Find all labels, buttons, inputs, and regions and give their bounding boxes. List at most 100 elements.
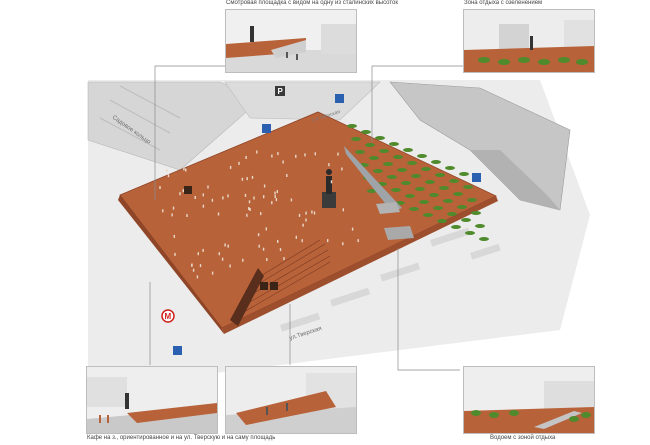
person-figure — [238, 161, 240, 165]
tree-icon — [397, 168, 407, 172]
tree-icon — [431, 160, 441, 164]
person-figure — [277, 239, 279, 243]
person-figure — [218, 252, 220, 256]
person-figure — [275, 198, 278, 202]
person-figure — [245, 156, 247, 159]
person-figure — [199, 264, 202, 268]
person-figure — [304, 153, 306, 157]
person-figure — [263, 184, 266, 188]
caption-bottom-left: Кафе на з., ориентированное и на ул. Тве… — [87, 435, 276, 441]
tree-icon — [445, 166, 455, 170]
tree-icon — [419, 200, 429, 204]
tree-icon — [429, 193, 439, 197]
person-figure — [256, 150, 258, 154]
person-figure — [246, 177, 248, 181]
person-figure — [253, 196, 255, 200]
parking-icon — [275, 86, 285, 96]
person-figure — [271, 154, 273, 158]
person-figure — [159, 186, 161, 189]
tree-icon — [471, 211, 481, 215]
plaza-edge — [118, 195, 224, 334]
person-figure — [314, 152, 316, 156]
tree-icon — [479, 237, 489, 241]
person-figure — [162, 209, 164, 213]
plaza-edge-front — [222, 196, 498, 334]
person-figure — [179, 192, 181, 196]
building-left-top — [87, 81, 261, 171]
person-figure — [357, 239, 359, 243]
metro-label: M — [165, 312, 172, 321]
person-figure — [202, 204, 205, 208]
person-figure — [211, 198, 214, 202]
people-scatter — [159, 150, 359, 279]
person-figure — [263, 195, 265, 199]
person-figure — [351, 227, 354, 231]
tree-icon — [423, 213, 433, 217]
caption-top-right: Зона отдыха с озеленением — [464, 0, 543, 6]
tree-icon — [443, 199, 453, 203]
monument — [322, 169, 336, 208]
person-figure — [290, 198, 293, 202]
person-figure — [286, 174, 288, 177]
road-markings — [99, 85, 181, 151]
thumb-viewing-platform — [225, 9, 357, 73]
pedestrian-icon — [173, 346, 182, 355]
person-figure — [341, 167, 343, 171]
thumb-cafe — [86, 366, 218, 434]
tree-icon — [401, 181, 411, 185]
person-figure — [222, 196, 224, 200]
tree-icon — [383, 162, 393, 166]
person-figure — [302, 223, 304, 227]
pedestrian-icon — [335, 94, 344, 103]
tree-icon — [393, 155, 403, 159]
tree-icon — [435, 173, 445, 177]
person-figure — [301, 239, 303, 243]
person-figure — [277, 152, 279, 156]
person-figure — [227, 194, 229, 198]
person-figure — [276, 190, 278, 194]
person-figure — [246, 213, 248, 217]
person-figure — [229, 165, 232, 169]
person-figure — [207, 185, 209, 189]
tree-icon — [355, 150, 365, 154]
person-figure — [305, 218, 307, 222]
tree-icon — [369, 156, 379, 160]
tree-icon — [417, 154, 427, 158]
caption-top-left: Смотровая площадка с видом на одну из ст… — [226, 0, 398, 6]
person-figure — [224, 243, 226, 247]
person-figure — [313, 211, 316, 215]
tree-icon — [439, 186, 449, 190]
amphitheatre-steps — [229, 239, 331, 321]
road-bottom-markings — [280, 227, 501, 332]
person-figure — [174, 252, 176, 256]
cafe-pavilion — [230, 268, 264, 326]
metro-icon — [161, 309, 175, 323]
tree-icon — [415, 187, 425, 191]
person-figure — [274, 191, 276, 195]
person-figure — [192, 268, 195, 272]
person-figure — [260, 212, 262, 216]
tree-icon — [347, 124, 357, 128]
person-figure — [241, 177, 244, 181]
tree-icon — [365, 143, 375, 147]
person-figure — [248, 200, 251, 204]
pool-seating — [384, 226, 414, 240]
person-figure — [295, 235, 297, 239]
parking-sign: P — [275, 86, 285, 96]
person-figure — [266, 258, 268, 261]
person-figure — [217, 212, 220, 216]
tree-icon — [403, 148, 413, 152]
person-figure — [274, 195, 276, 199]
tree-icon — [453, 192, 463, 196]
person-figure — [282, 160, 284, 164]
monument-icon — [184, 186, 192, 194]
person-figure — [258, 244, 260, 248]
tree-icon — [389, 142, 399, 146]
tree-icon — [373, 169, 383, 173]
wc-icon — [260, 282, 268, 290]
person-figure — [242, 258, 244, 262]
tree-icon — [379, 149, 389, 153]
tree-icon — [425, 180, 435, 184]
person-figure — [305, 211, 307, 215]
